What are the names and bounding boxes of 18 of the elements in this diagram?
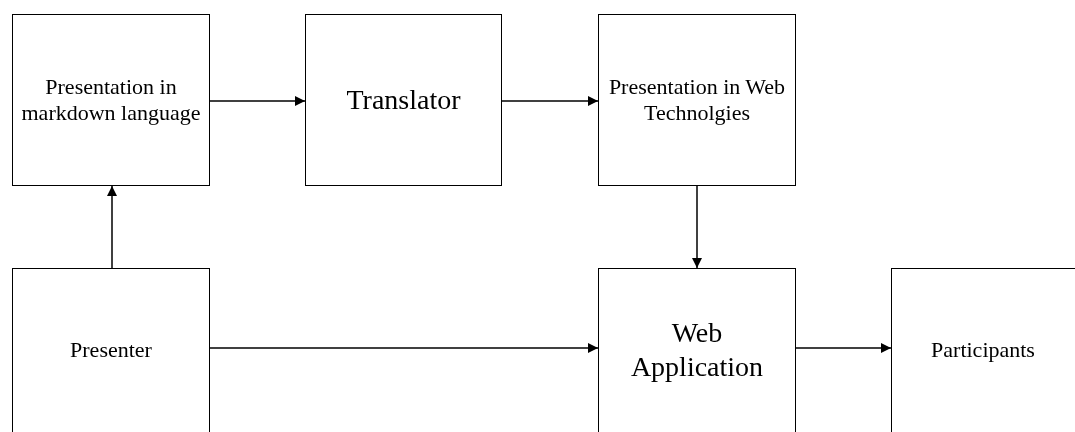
box-label: Presentation in markdown language xyxy=(20,73,202,127)
box-label: Participants xyxy=(931,336,1035,364)
box-label: Translator xyxy=(346,83,461,117)
arrow xyxy=(209,343,599,353)
arrow xyxy=(107,185,117,269)
arrow xyxy=(209,96,306,106)
arrow xyxy=(692,185,702,269)
box-label: Presentation in Web Technolgies xyxy=(607,73,787,127)
process-box xyxy=(598,268,796,432)
process-box xyxy=(12,268,210,432)
box-label: Presenter xyxy=(70,336,152,364)
arrow xyxy=(795,343,892,353)
process-box xyxy=(305,14,502,186)
process-box xyxy=(598,14,796,186)
arrow xyxy=(501,96,599,106)
process-box xyxy=(12,14,210,186)
box-label: Web Application xyxy=(629,316,765,384)
process-box xyxy=(891,268,1075,432)
